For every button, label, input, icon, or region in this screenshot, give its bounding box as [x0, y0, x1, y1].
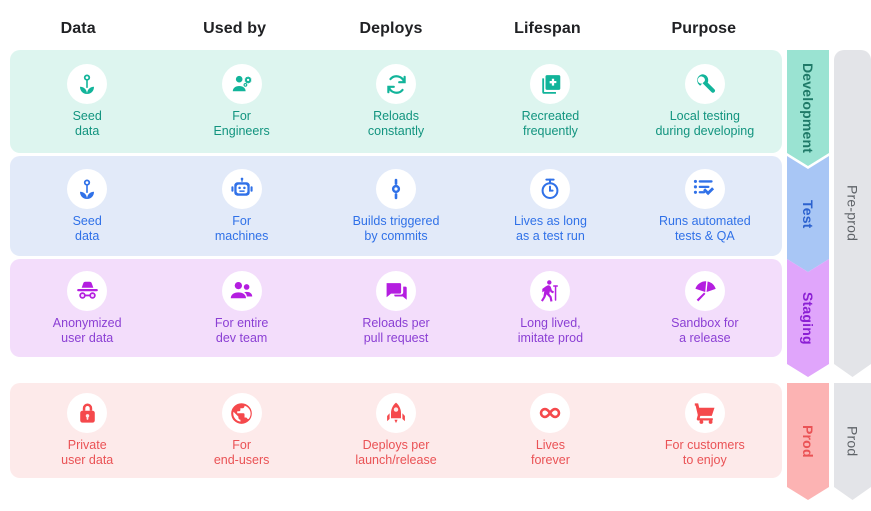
cell-label: Reloads per pull request — [362, 315, 430, 345]
checklist-icon — [684, 168, 725, 209]
cell-label: For end-users — [213, 438, 270, 467]
flower-seed-icon — [67, 64, 108, 104]
banner-staging: Staging — [787, 259, 829, 377]
cell-test-used-by: For machines — [164, 168, 318, 244]
library-add-icon — [530, 64, 571, 104]
banner-label: Prod — [800, 425, 816, 458]
stopwatch-icon — [530, 168, 571, 209]
group-banner-pre-prod: Pre-prod — [834, 50, 871, 377]
cell-development-purpose: Local testing during developing — [628, 64, 782, 139]
banner-development: Development — [787, 50, 829, 166]
group-banner-label: Prod — [844, 426, 861, 457]
wrench-icon — [684, 64, 725, 104]
group-banner-prod: Prod — [834, 383, 871, 500]
forum-chat-icon — [376, 270, 417, 311]
cell-prod-used-by: For end-users — [164, 393, 318, 468]
cell-staging-purpose: Sandbox for a release — [628, 270, 782, 346]
cell-label: Private user data — [61, 438, 114, 467]
elderly-person-icon — [530, 270, 571, 311]
cell-label: Seed data — [72, 109, 102, 138]
cell-label: Seed data — [72, 213, 102, 243]
banner-label: Development — [800, 62, 816, 154]
cell-label: Long lived, imitate prod — [517, 315, 584, 345]
infinity-icon — [530, 393, 571, 433]
cell-staging-deploys: Reloads per pull request — [319, 270, 473, 346]
banner-test: Test — [787, 156, 829, 272]
cell-label: Recreated frequently — [521, 109, 580, 138]
column-header-deploys: Deploys — [359, 20, 423, 37]
people-group-icon — [221, 270, 262, 311]
cell-development-data: Seed data — [10, 64, 164, 139]
robot-icon — [221, 168, 262, 209]
cell-test-deploys: Builds triggered by commits — [319, 168, 473, 244]
refresh-loop-icon — [376, 64, 417, 104]
environment-row-development: Seed data For Engineers — [10, 50, 782, 153]
cell-label: Lives as long as a test run — [513, 213, 587, 243]
column-header-row: Data Used by Deploys Lifespan Purpose — [0, 12, 782, 48]
cell-label: Runs automated tests & QA — [658, 213, 751, 243]
cell-label: For entire dev team — [214, 315, 269, 345]
incognito-icon — [67, 270, 108, 311]
rocket-launch-icon — [376, 393, 417, 433]
cell-test-lifespan: Lives as long as a test run — [473, 168, 627, 244]
cell-development-used-by: For Engineers — [164, 64, 318, 139]
cell-prod-lifespan: Lives forever — [473, 393, 627, 468]
beach-umbrella-icon — [684, 270, 725, 311]
group-banner-label: Pre-prod — [844, 185, 861, 242]
cell-prod-purpose: For customers to enjoy — [628, 393, 782, 468]
environment-row-test: Seed data For machines — [10, 156, 782, 256]
column-header-data: Data — [60, 20, 96, 37]
banner-label: Test — [800, 199, 816, 229]
environment-row-prod: Private user data For end-users Depl — [10, 383, 782, 478]
cell-staging-lifespan: Long lived, imitate prod — [473, 270, 627, 346]
cell-label: Sandbox for a release — [671, 315, 739, 345]
cell-label: Reloads constantly — [367, 109, 425, 138]
cell-label: For customers to enjoy — [664, 438, 745, 467]
cell-development-lifespan: Recreated frequently — [473, 64, 627, 139]
lock-icon — [67, 393, 108, 433]
cell-label: Builds triggered by commits — [352, 213, 440, 243]
environment-row-staging: Anonymized user data For entire dev team — [10, 259, 782, 357]
commit-icon — [376, 168, 417, 209]
cell-staging-used-by: For entire dev team — [164, 270, 318, 346]
cell-test-purpose: Runs automated tests & QA — [628, 168, 782, 244]
shopping-cart-icon — [684, 393, 725, 433]
globe-public-icon — [221, 393, 262, 433]
flower-seed-icon — [67, 168, 108, 209]
cell-label: For Engineers — [213, 109, 270, 138]
cell-test-data: Seed data — [10, 168, 164, 244]
engineer-person-icon — [221, 64, 262, 104]
cell-label: Deploys per launch/release — [355, 438, 437, 467]
cell-staging-data: Anonymized user data — [10, 270, 164, 346]
cell-prod-deploys: Deploys per launch/release — [319, 393, 473, 468]
banner-prod: Prod — [787, 383, 829, 500]
column-header-used-by: Used by — [203, 20, 267, 37]
column-header-lifespan: Lifespan — [514, 20, 581, 37]
cell-development-deploys: Reloads constantly — [319, 64, 473, 139]
cell-prod-data: Private user data — [10, 393, 164, 468]
column-header-purpose: Purpose — [671, 20, 737, 37]
cell-label: Anonymized user data — [52, 315, 122, 345]
cell-label: For machines — [214, 213, 269, 243]
banner-label: Staging — [800, 291, 816, 345]
cell-label: Lives forever — [530, 438, 570, 467]
cell-label: Local testing during developing — [655, 109, 755, 138]
